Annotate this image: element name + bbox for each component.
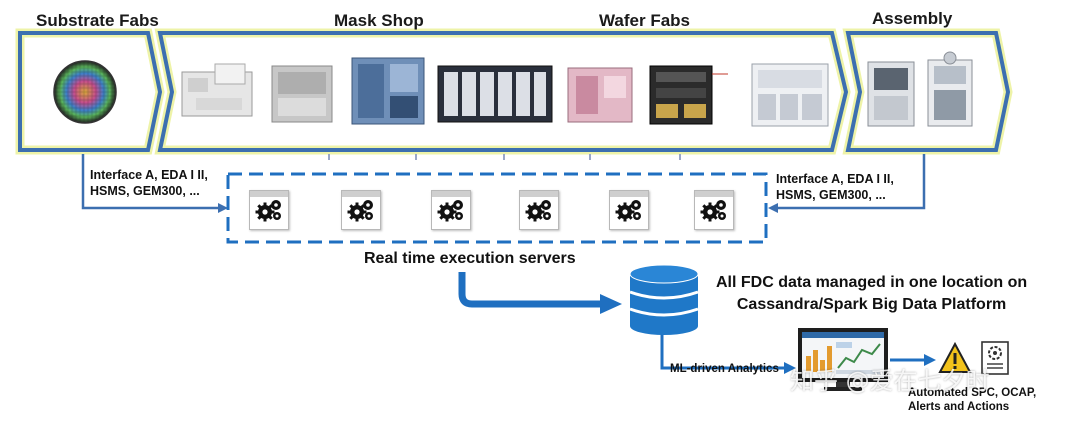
stage-label-wafer: Wafer Fabs xyxy=(599,11,691,30)
database-icon xyxy=(629,264,699,335)
wafer-tool-2-icon xyxy=(567,67,633,123)
wafer-tool-1-icon xyxy=(437,65,553,123)
tool-to-server-arrows xyxy=(328,154,681,160)
interface-right: Interface A, EDA I II, HSMS, GEM300, ... xyxy=(776,171,894,203)
gears-icon xyxy=(614,197,644,228)
actions-caption-line1: Automated SPC, OCAP, xyxy=(908,387,1037,399)
mask-tool-3-icon xyxy=(351,57,425,125)
gears-icon xyxy=(346,197,376,228)
process-chain xyxy=(15,28,1013,160)
servers-box xyxy=(226,172,768,244)
analytics-label: ML-driven Analytics xyxy=(670,363,779,375)
stage-label-substrate: Substrate Fabs xyxy=(36,11,159,30)
stage-label-mask: Mask Shop xyxy=(334,11,424,30)
gears-icon xyxy=(254,197,284,228)
wafer-icon xyxy=(53,60,117,124)
interface-left-line1: Interface A, EDA I II, xyxy=(90,168,208,182)
stage-label-assembly: Assembly xyxy=(872,9,953,28)
execution-server-1 xyxy=(249,190,289,230)
assembly-tool-2-icon xyxy=(927,51,973,127)
wafer-tool-3-icon xyxy=(649,65,728,125)
interface-left: Interface A, EDA I II, HSMS, GEM300, ... xyxy=(90,167,208,199)
gears-icon xyxy=(699,197,729,228)
document-gear-icon xyxy=(981,341,1009,375)
wafer-tool-4-icon xyxy=(751,63,829,127)
database-caption: All FDC data managed in one location on … xyxy=(716,272,1027,316)
execution-server-2 xyxy=(341,190,381,230)
gears-icon xyxy=(524,197,554,228)
interface-left-line2: HSMS, GEM300, ... xyxy=(90,184,200,198)
execution-server-5 xyxy=(609,190,649,230)
assembly-tool-1-icon xyxy=(867,61,915,127)
execution-server-6 xyxy=(694,190,734,230)
actions-caption-line2: Alerts and Actions xyxy=(908,401,1010,413)
warning-icon xyxy=(938,342,972,373)
database-caption-line2: Cassandra/Spark Big Data Platform xyxy=(736,296,1007,313)
mask-tool-2-icon xyxy=(271,65,333,123)
watermark-text: 知乎 @爱在七夕时 xyxy=(790,367,990,395)
servers-caption: Real time execution servers xyxy=(364,250,576,267)
actions-caption: Automated SPC, OCAP, Alerts and Actions xyxy=(908,386,1036,414)
mask-tool-1-icon xyxy=(181,63,253,117)
gears-icon xyxy=(436,197,466,228)
database-caption-line1: All FDC data managed in one location on xyxy=(716,274,1028,291)
interface-right-line2: HSMS, GEM300, ... xyxy=(776,188,886,202)
monitor-dashboard-icon xyxy=(798,328,888,391)
execution-server-3 xyxy=(431,190,471,230)
interface-right-line1: Interface A, EDA I II, xyxy=(776,172,894,186)
execution-server-4 xyxy=(519,190,559,230)
